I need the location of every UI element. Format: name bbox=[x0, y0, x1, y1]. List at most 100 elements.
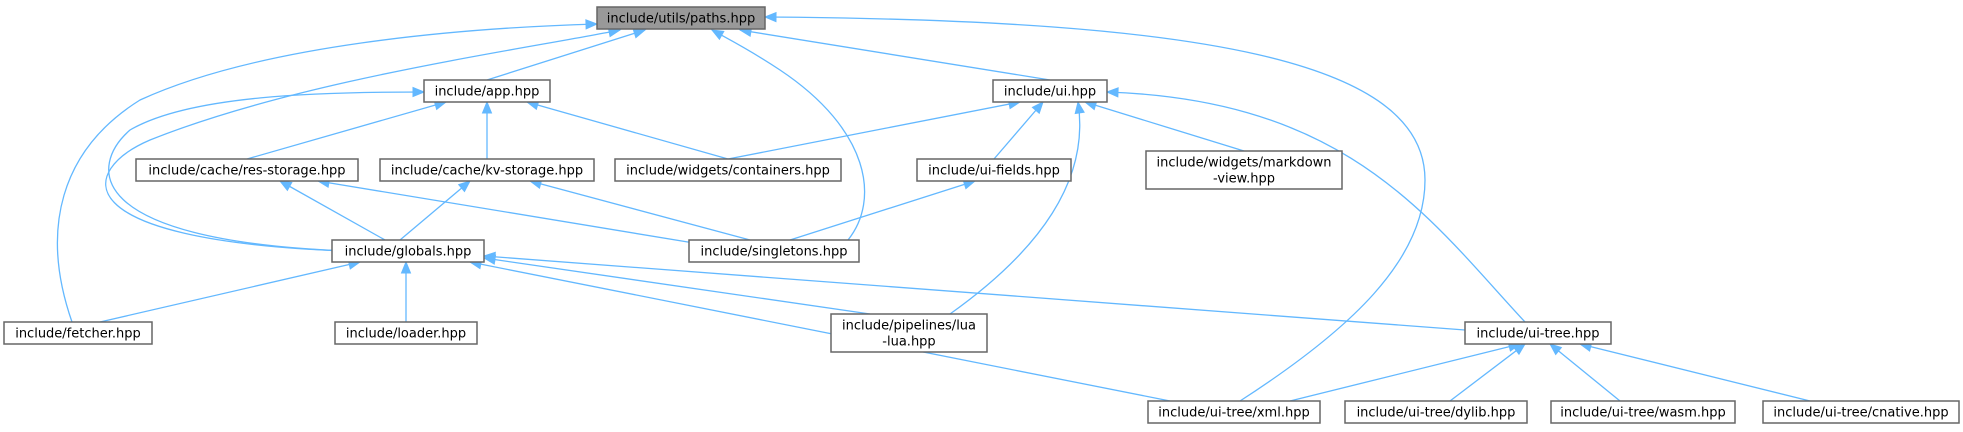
edge-lua-to-globals bbox=[482, 254, 871, 315]
edge-fetcher-to-paths bbox=[56, 19, 599, 323]
edge-line bbox=[108, 91, 425, 252]
node-uitree[interactable]: include/ui-tree.hpp bbox=[1464, 321, 1612, 345]
node-ui[interactable]: include/ui.hpp bbox=[992, 79, 1108, 103]
arrowhead bbox=[1105, 87, 1119, 98]
arrowhead bbox=[457, 180, 472, 193]
edge-line bbox=[99, 261, 361, 323]
edge-line bbox=[486, 29, 646, 81]
arrowhead bbox=[482, 251, 496, 263]
node-wasm[interactable]: include/ui-tree/wasm.hpp bbox=[1550, 400, 1736, 424]
node-label: include/utils/paths.hpp bbox=[607, 12, 755, 27]
node-app[interactable]: include/app.hpp bbox=[423, 79, 551, 103]
edge-xml-to-uitree bbox=[1289, 341, 1522, 402]
node-label: include/globals.hpp bbox=[345, 245, 472, 260]
arrowhead bbox=[278, 180, 293, 192]
edge-line bbox=[1289, 343, 1521, 402]
node-label: include/fetcher.hpp bbox=[15, 327, 141, 342]
edge-lua-to-ui bbox=[949, 100, 1085, 315]
arrowhead bbox=[585, 19, 599, 30]
node-lua[interactable]: include/pipelines/lua-lua.hpp bbox=[830, 313, 988, 353]
edge-globals-to-kv bbox=[399, 180, 472, 241]
node-fetcher[interactable]: include/fetcher.hpp bbox=[3, 321, 153, 345]
node-label: -lua.hpp bbox=[882, 335, 935, 350]
node-box bbox=[135, 158, 359, 182]
edge-line bbox=[56, 23, 598, 323]
edge-ui-to-paths bbox=[738, 26, 1051, 81]
node-label: include/widgets/markdown bbox=[1156, 156, 1331, 171]
node-box bbox=[423, 79, 551, 103]
edge-res-to-app bbox=[246, 100, 448, 160]
node-paths[interactable]: include/utils/paths.hpp bbox=[596, 6, 766, 30]
node-xml[interactable]: include/ui-tree/xml.hpp bbox=[1147, 400, 1321, 424]
node-loader[interactable]: include/loader.hpp bbox=[334, 321, 478, 345]
node-singletons[interactable]: include/singletons.hpp bbox=[688, 239, 860, 263]
edge-containers-to-app bbox=[525, 100, 729, 160]
node-box bbox=[1147, 400, 1321, 424]
node-box bbox=[379, 158, 595, 182]
edge-line bbox=[483, 255, 1466, 331]
edge-kv-to-app bbox=[481, 100, 493, 159]
node-box bbox=[3, 321, 153, 345]
node-res[interactable]: include/cache/res-storage.hpp bbox=[135, 158, 359, 182]
edge-uifields-to-ui bbox=[993, 100, 1044, 160]
edge-line bbox=[727, 101, 1021, 160]
edge-line bbox=[529, 180, 751, 241]
edge-singletons-to-uifields bbox=[789, 179, 977, 241]
edge-uitree-to-ui bbox=[1105, 87, 1526, 323]
node-box bbox=[1464, 321, 1612, 345]
arrowhead bbox=[1031, 100, 1044, 115]
node-label: include/ui-tree/dylib.hpp bbox=[1357, 406, 1516, 421]
edge-fetcher-to-globals bbox=[99, 259, 362, 323]
edge-singletons-to-paths bbox=[710, 29, 866, 241]
edge-app-to-paths bbox=[486, 28, 647, 81]
node-label: include/ui-tree/wasm.hpp bbox=[1560, 406, 1725, 421]
arrowhead bbox=[1548, 343, 1563, 356]
edge-line bbox=[399, 180, 471, 241]
edge-wasm-to-uitree bbox=[1548, 343, 1621, 402]
edge-line bbox=[279, 180, 386, 241]
node-dylib[interactable]: include/ui-tree/dylib.hpp bbox=[1344, 400, 1528, 424]
arrowhead bbox=[1074, 100, 1085, 115]
node-cnative[interactable]: include/ui-tree/cnative.hpp bbox=[1762, 400, 1960, 424]
edge-line bbox=[1084, 101, 1245, 152]
node-box bbox=[614, 158, 842, 182]
node-box bbox=[916, 158, 1072, 182]
edge-dylib-to-uitree bbox=[1449, 343, 1527, 402]
node-box bbox=[1762, 400, 1960, 424]
node-box bbox=[688, 239, 860, 263]
node-markdown[interactable]: include/widgets/markdown-view.hpp bbox=[1145, 150, 1343, 190]
arrowhead bbox=[400, 260, 412, 274]
node-box bbox=[1145, 150, 1343, 190]
edge-line bbox=[949, 101, 1081, 315]
node-label: include/cache/res-storage.hpp bbox=[148, 164, 345, 179]
node-box bbox=[992, 79, 1108, 103]
arrowhead bbox=[1512, 343, 1527, 356]
edge-line bbox=[764, 16, 1426, 402]
edge-xml-to-paths bbox=[763, 11, 1426, 402]
node-kv[interactable]: include/cache/kv-storage.hpp bbox=[379, 158, 595, 182]
node-label: include/pipelines/lua bbox=[842, 319, 976, 334]
edge-line bbox=[1106, 91, 1526, 323]
node-label: include/singletons.hpp bbox=[701, 245, 848, 260]
node-uifields[interactable]: include/ui-fields.hpp bbox=[916, 158, 1072, 182]
node-label: include/ui-tree.hpp bbox=[1476, 327, 1599, 342]
edge-line bbox=[993, 101, 1044, 160]
node-label: include/ui.hpp bbox=[1004, 85, 1096, 100]
edge-loader-to-globals bbox=[400, 260, 412, 322]
node-label: include/ui-fields.hpp bbox=[928, 164, 1060, 179]
edge-line bbox=[469, 261, 1171, 402]
nodes-layer: include/utils/paths.hpp include/app.hpp in… bbox=[3, 6, 1960, 424]
node-label: include/loader.hpp bbox=[346, 327, 466, 342]
edge-line bbox=[105, 29, 621, 252]
node-label: include/cache/kv-storage.hpp bbox=[391, 164, 583, 179]
edge-line bbox=[789, 180, 976, 241]
node-box bbox=[596, 6, 766, 30]
edge-line bbox=[711, 29, 866, 241]
arrowhead bbox=[412, 86, 426, 98]
node-containers[interactable]: include/widgets/containers.hpp bbox=[614, 158, 842, 182]
node-globals[interactable]: include/globals.hpp bbox=[331, 239, 485, 263]
edge-uitree-to-globals bbox=[482, 251, 1466, 331]
edge-line bbox=[739, 29, 1051, 81]
edge-markdown-to-ui bbox=[1083, 100, 1245, 152]
